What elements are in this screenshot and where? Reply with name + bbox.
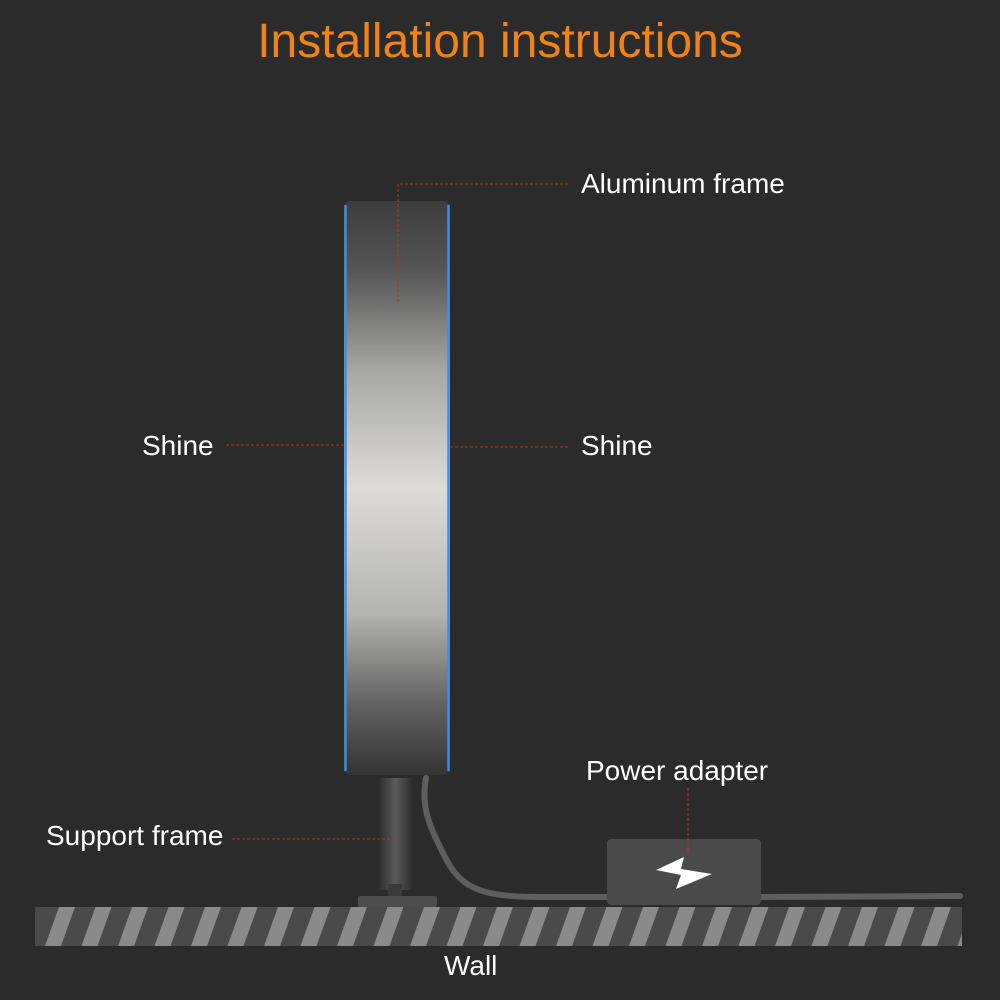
wall-stripe <box>410 907 440 946</box>
wall-stripe <box>118 907 148 946</box>
wall-stripe <box>45 907 75 946</box>
wall-stripe <box>337 907 367 946</box>
wall <box>35 907 1000 946</box>
wall-stripe <box>665 907 696 946</box>
wall-stripe <box>738 907 769 946</box>
lightning-bolt-icon <box>656 857 712 889</box>
wall-stripe <box>775 907 805 946</box>
wall-stripe <box>848 907 878 946</box>
wall-stripe <box>811 907 842 946</box>
wall-stripe <box>373 907 404 946</box>
wall-stripe <box>994 907 1000 946</box>
leader-aluminum-frame <box>397 183 570 302</box>
wall-stripe <box>227 907 258 946</box>
power-adapter <box>607 839 761 905</box>
label-support-frame: Support frame <box>46 820 224 851</box>
wall-stripe <box>592 907 623 946</box>
leader-lines <box>226 183 689 854</box>
label-shine-left: Shine <box>142 430 214 461</box>
wall-stripe <box>154 907 185 946</box>
wall-stripe <box>300 907 331 946</box>
light-panel <box>344 201 450 775</box>
wall-stripe <box>629 907 659 946</box>
wall-stripe <box>483 907 513 946</box>
power-cable <box>421 775 963 900</box>
label-wall: Wall <box>444 950 498 981</box>
wall-stripe <box>556 907 586 946</box>
wall-stripe <box>446 907 477 946</box>
label-power-adapter: Power adapter <box>586 755 769 786</box>
support-frame <box>358 778 437 907</box>
page-title: Installation instructions <box>257 15 743 68</box>
wall-stripe <box>81 907 112 946</box>
wall-stripes <box>45 907 1000 946</box>
wall-stripe <box>191 907 221 946</box>
label-shine-right: Shine <box>581 430 653 461</box>
wall-stripe <box>921 907 951 946</box>
wall-stripe <box>884 907 915 946</box>
wall-stripe <box>519 907 550 946</box>
label-aluminum-frame: Aluminum frame <box>581 168 785 199</box>
wall-stripe <box>264 907 294 946</box>
wall-stripe <box>702 907 732 946</box>
wall-stripe <box>957 933 962 946</box>
